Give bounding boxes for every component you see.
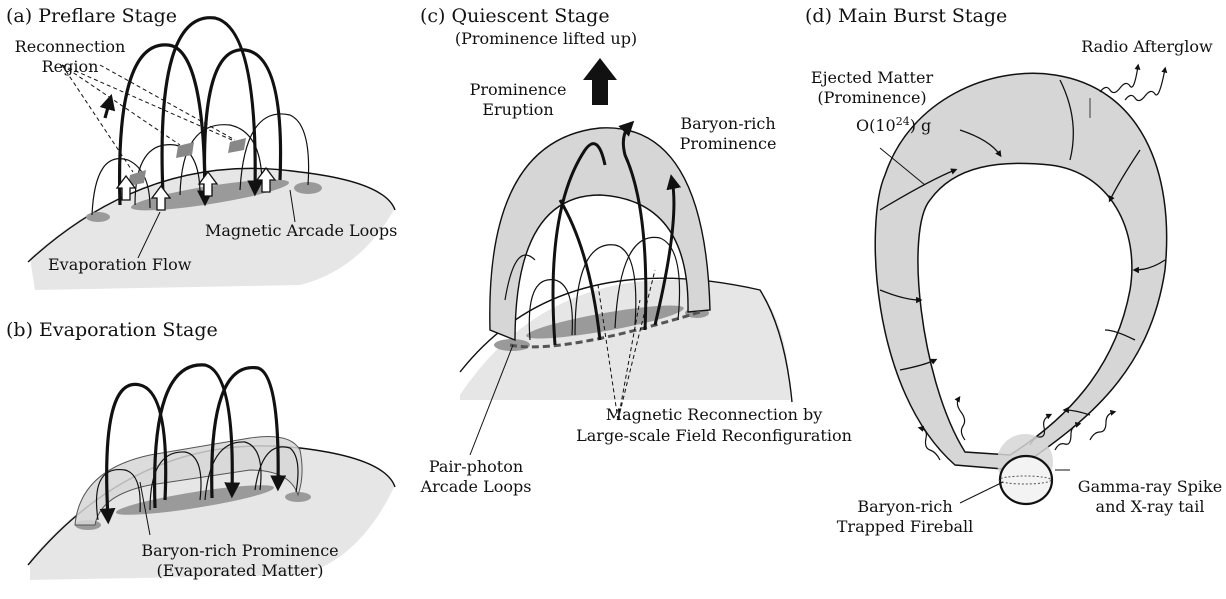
panel-d-title: (d) Main Burst Stage	[805, 5, 1007, 27]
fireball-leader	[960, 482, 1003, 503]
fireball-label-1: Baryon-rich	[857, 497, 952, 516]
panel-b-title: (b) Evaporation Stage	[6, 319, 218, 341]
reconnection-label-2: Large-scale Field Reconfiguration	[576, 426, 852, 445]
radio-afterglow-label: Radio Afterglow	[1081, 37, 1213, 56]
reconnection-region-label-1: Reconnection	[15, 37, 126, 56]
panel-a-title: (a) Preflare Stage	[6, 5, 177, 27]
panel-a: (a) Preflare Stage Reconnection Region E…	[6, 5, 397, 290]
reconnection-label-1: Magnetic Reconnection by	[606, 405, 823, 424]
pair-photon-label-1: Pair-photon	[429, 457, 523, 476]
panel-b-prominence-label-2: (Evaporated Matter)	[157, 561, 324, 580]
panel-d: (d) Main Burst Stage Ejected Matter (Pro…	[805, 5, 1222, 536]
baryon-prominence-label-1: Baryon-rich	[680, 114, 775, 133]
pair-photon-label-2: Arcade Loops	[420, 477, 532, 496]
panel-b-prominence-label-1: Baryon-rich Prominence	[141, 541, 338, 560]
panel-d-radio-squiggles	[1100, 66, 1165, 101]
panel-c-title: (c) Quiescent Stage	[420, 5, 610, 27]
fireball-label-2: Trapped Fireball	[837, 517, 974, 536]
magnetic-arcade-loops-label: Magnetic Arcade Loops	[205, 221, 397, 240]
ejected-mass-label: O(1024) g	[856, 115, 931, 135]
evaporation-flow-label: Evaporation Flow	[48, 255, 192, 274]
panel-c: (c) Quiescent Stage (Prominence lifted u…	[420, 5, 852, 496]
reconnection-region-label-2: Region	[42, 57, 99, 76]
panel-c-subtitle: (Prominence lifted up)	[455, 29, 637, 48]
fireball	[1000, 456, 1052, 504]
eruption-label-1: Prominence	[470, 80, 567, 99]
ejected-label-1: Ejected Matter	[811, 68, 934, 87]
ejected-label-2: (Prominence)	[817, 88, 926, 107]
panel-a-reconnection-leaders	[62, 65, 235, 172]
gamma-label-2: and X-ray tail	[1096, 497, 1205, 516]
panel-b: (b) Evaporation Stage Baryon-rich Promin…	[6, 319, 395, 580]
eruption-label-2: Eruption	[482, 100, 553, 119]
baryon-prominence-label-2: Prominence	[680, 134, 777, 153]
gamma-label-1: Gamma-ray Spike	[1078, 477, 1222, 496]
eruption-arrow	[583, 58, 617, 105]
